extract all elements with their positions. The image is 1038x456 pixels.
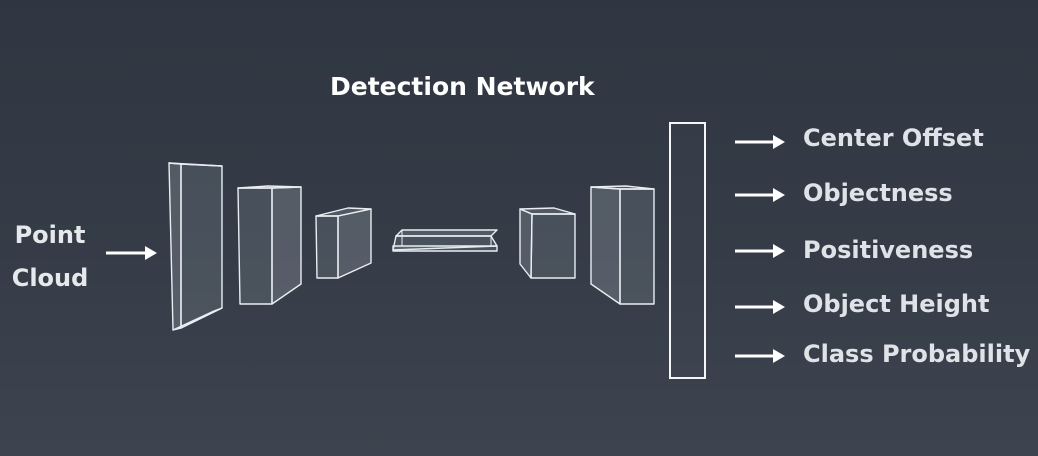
output-arrow-5 (735, 349, 785, 363)
decoder-block-1 (519, 207, 576, 279)
output-label-class-probability: Class Probability (803, 340, 1031, 368)
output-label-objectness: Objectness (803, 179, 953, 207)
output-arrow-4 (735, 300, 785, 314)
encoder-block-3 (315, 207, 372, 279)
output-label-center-offset: Center Offset (803, 124, 984, 152)
output-label-object-height: Object Height (803, 290, 990, 318)
diagram-title: Detection Network (330, 72, 595, 101)
output-label-positiveness: Positiveness (803, 236, 974, 264)
output-arrow-2 (735, 188, 785, 202)
encoder-block-1 (168, 162, 223, 331)
input-arrow (106, 246, 157, 260)
decoder-block-2 (590, 185, 655, 305)
output-arrow-1 (735, 135, 785, 149)
encoder-block-2 (237, 185, 302, 305)
output-layer (669, 122, 706, 379)
bottleneck-block (392, 229, 498, 252)
output-arrows (735, 135, 785, 363)
output-arrow-3 (735, 244, 785, 258)
